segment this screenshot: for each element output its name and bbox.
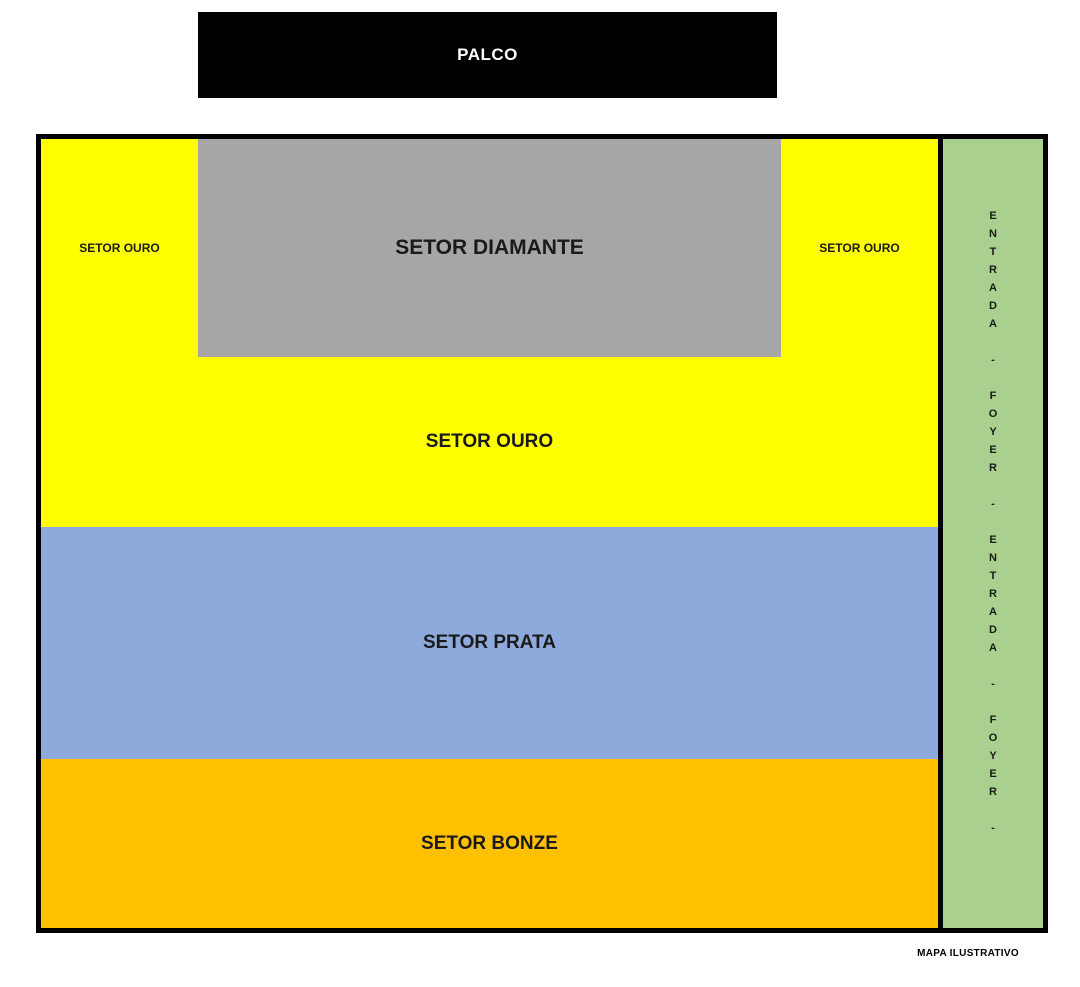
entrance-foyer-strip: E N T R A D A - F O Y E R - E N T R A D … [938,139,1043,928]
sector-diamante-label: SETOR DIAMANTE [395,236,584,259]
sector-bonze-label: SETOR BONZE [421,832,558,854]
sector-prata-label: SETOR PRATA [422,632,556,653]
sector-diamante: SETOR DIAMANTE [198,139,781,357]
stage-label: PALCO [457,45,518,64]
map-footnote: MAPA ILUSTRATIVO [917,948,1019,959]
venue-map: SETOR OURO SETOR DIAMANTE SETOR OURO SET… [36,134,1048,933]
sector-prata: SETOR PRATA [41,527,938,759]
sector-bonze: SETOR BONZE [41,759,938,928]
sector-ouro-right-label: SETOR OURO [819,241,900,255]
sector-ouro-left-label: SETOR OURO [79,241,160,255]
sector-ouro-main-label: SETOR OURO [425,431,554,452]
stage-palco: PALCO [198,12,777,98]
sector-ouro-region: SETOR OURO SETOR DIAMANTE SETOR OURO SET… [41,139,938,527]
sectors-area: SETOR OURO SETOR DIAMANTE SETOR OURO SET… [41,139,938,928]
